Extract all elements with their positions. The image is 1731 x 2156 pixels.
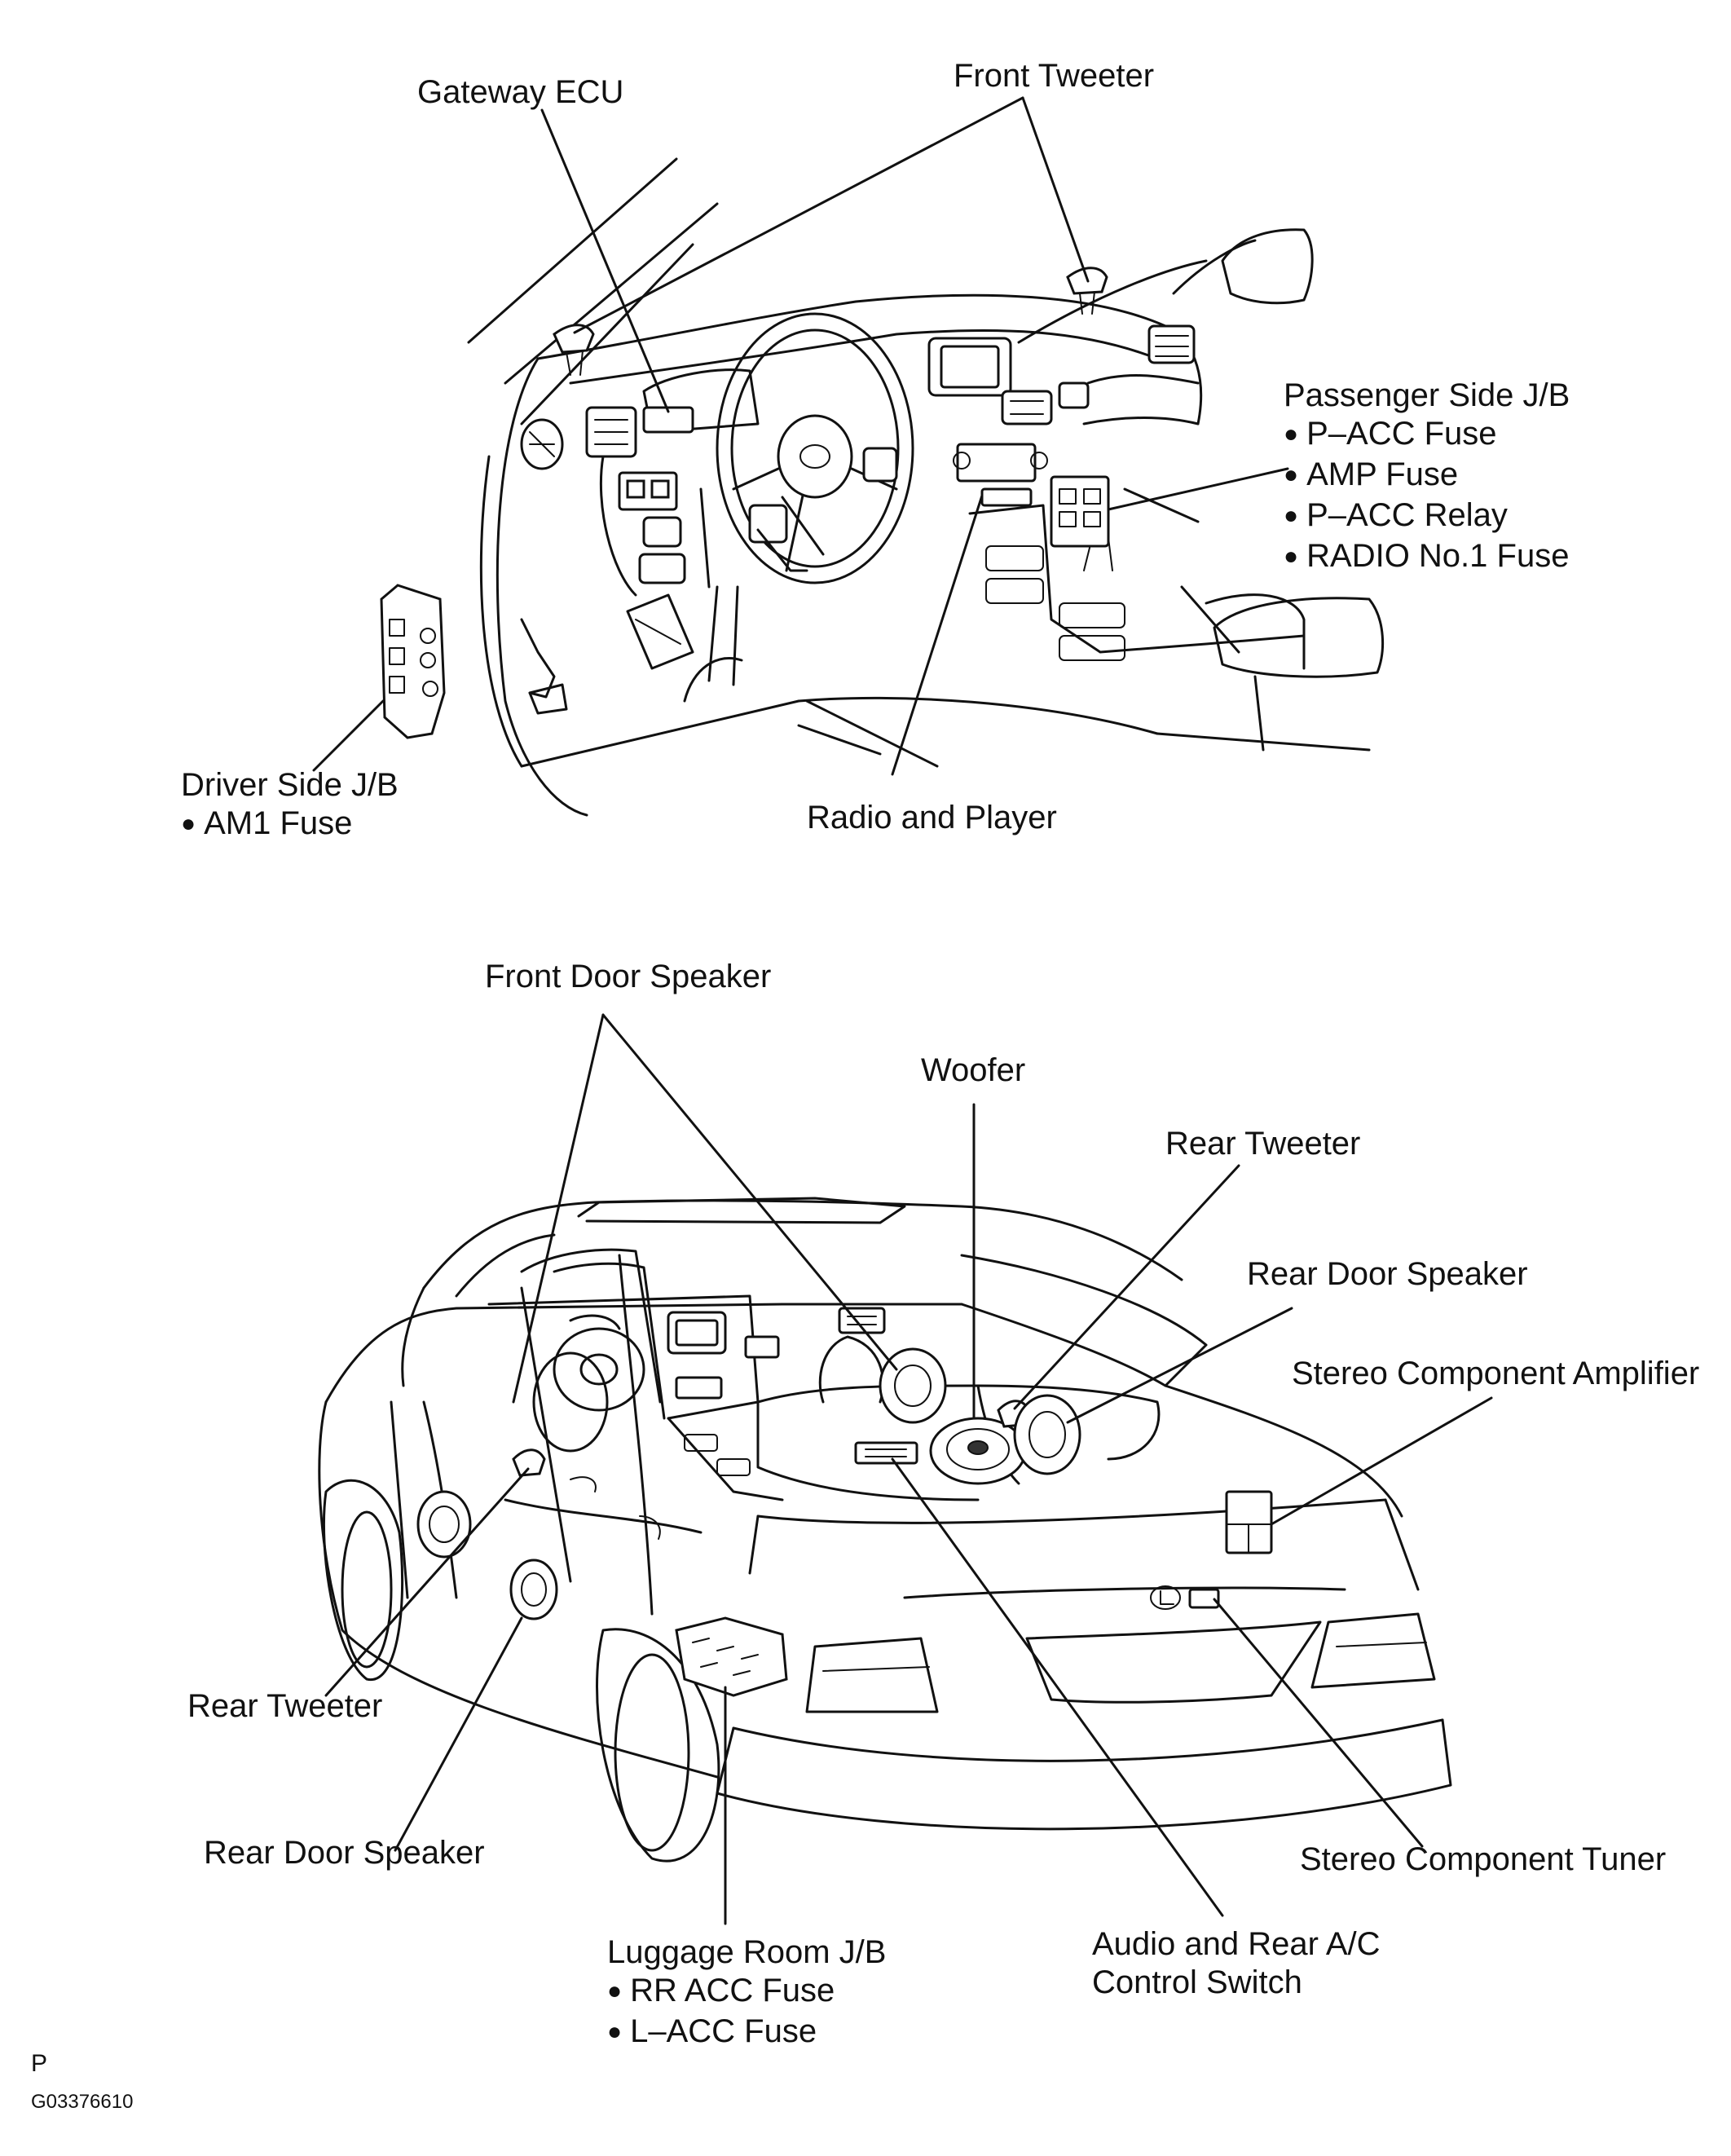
- rr-acc-fuse-item: RR ACC Fuse: [607, 1972, 886, 2013]
- audio-switch-line1: Audio and Rear A/C: [1092, 1926, 1381, 1962]
- audio-rear-ac-switch-label: Audio and Rear A/C Control Switch: [1092, 1925, 1381, 2002]
- gateway-ecu-label: Gateway ECU: [417, 74, 624, 110]
- interior-leader-lines: [312, 96, 1289, 776]
- audio-switch-line2: Control Switch: [1092, 1964, 1302, 2000]
- passenger-side-jb-label: Passenger Side J/B P–ACC Fuse AMP Fuse P…: [1284, 377, 1570, 578]
- radio-no1-fuse-item: RADIO No.1 Fuse: [1284, 537, 1570, 578]
- dashboard-illustration: [380, 157, 1385, 817]
- code-letter: P: [31, 2050, 48, 2077]
- p-acc-relay-item: P–ACC Relay: [1284, 496, 1570, 537]
- amp-fuse-item: AMP Fuse: [1284, 456, 1570, 496]
- figure-id: G03376610: [31, 2091, 134, 2113]
- am1-fuse-item: AM1 Fuse: [181, 805, 399, 845]
- stereo-component-tuner-label: Stereo Component Tuner: [1300, 1841, 1667, 1877]
- luggage-jb-title: Luggage Room J/B: [607, 1934, 887, 1970]
- radio-and-player-label: Radio and Player: [807, 800, 1057, 836]
- rear-door-speaker-right-label: Rear Door Speaker: [1247, 1256, 1528, 1292]
- exterior-leader-lines: [324, 1013, 1493, 1925]
- luggage-room-jb-label: Luggage Room J/B RR ACC Fuse L–ACC Fuse: [607, 1933, 886, 2053]
- rear-door-speaker-left-label: Rear Door Speaker: [204, 1835, 485, 1871]
- stereo-component-amplifier-label: Stereo Component Amplifier: [1292, 1356, 1700, 1391]
- l-acc-fuse-item: L–ACC Fuse: [607, 2013, 886, 2053]
- rear-tweeter-right-label: Rear Tweeter: [1165, 1126, 1361, 1162]
- front-door-speaker-label: Front Door Speaker: [485, 959, 772, 994]
- front-tweeter-label: Front Tweeter: [954, 58, 1155, 94]
- driver-side-jb-label: Driver Side J/B AM1 Fuse: [181, 766, 399, 845]
- driver-jb-title: Driver Side J/B: [181, 767, 399, 803]
- car-illustration: [318, 1197, 1452, 1863]
- p-acc-fuse-item: P–ACC Fuse: [1284, 415, 1570, 456]
- rear-tweeter-left-label: Rear Tweeter: [187, 1688, 383, 1724]
- passenger-jb-title: Passenger Side J/B: [1284, 377, 1570, 413]
- woofer-label: Woofer: [921, 1052, 1026, 1088]
